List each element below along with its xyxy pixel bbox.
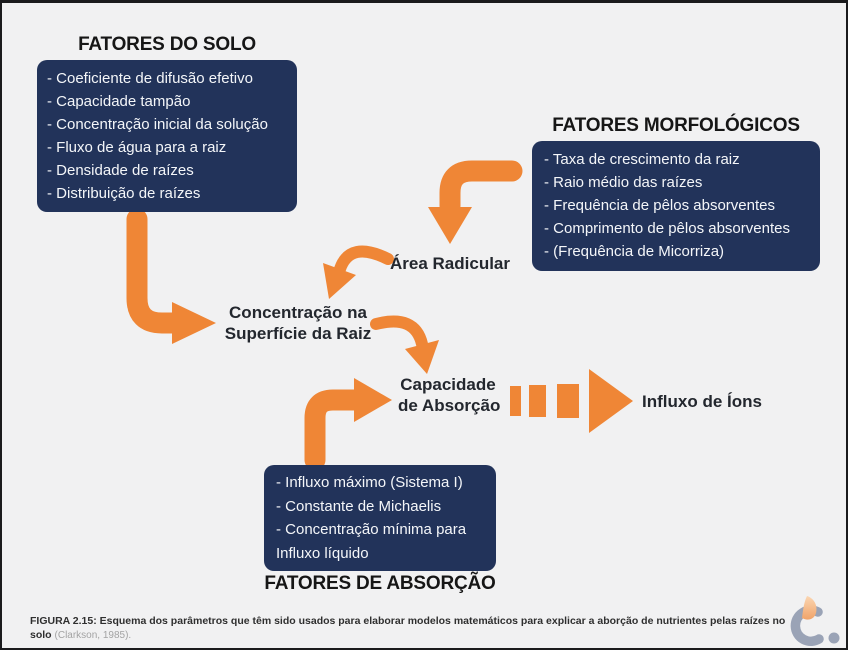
factor-item: - Frequência de pêlos absorventes: [544, 197, 775, 214]
node-line: Capacidade: [400, 375, 496, 394]
factor-item: - Coeficiente de difusão efetivo: [47, 70, 253, 87]
factor-item: - Capacidade tampão: [47, 93, 191, 110]
factor-item: - Taxa de crescimento da raiz: [544, 151, 740, 168]
figure-caption: FIGURA 2.15: Esquema dos parâmetros que …: [30, 614, 790, 643]
factor-item: - Raio médio das raízes: [544, 174, 703, 191]
node-line: de Absorção: [398, 396, 501, 415]
factor-item: - Influxo máximo (Sistema I): [276, 474, 463, 491]
node-line: Superfície da Raiz: [224, 324, 372, 343]
factor-item: Influxo líquido: [276, 544, 369, 562]
arrow-concentration-to-capacity: [370, 315, 439, 374]
factor-item: - Fluxo de água para a raiz: [47, 139, 227, 156]
absorption-factors-title: FATORES DE ABSORÇÃO: [264, 573, 496, 594]
arrow-capacity-to-influx-dashed: [510, 369, 633, 433]
soil-factors-box: - Coeficiente de difusão efetivo - Capac…: [37, 60, 297, 212]
caption-text: FIGURA 2.15: Esquema dos parâmetros que …: [30, 615, 786, 641]
node-capacidade-absorcao: Capacidade de Absorção: [398, 374, 501, 416]
arrow-morphological-to-area: [428, 160, 523, 244]
absorption-factors-box: - Influxo máximo (Sistema I) - Constante…: [264, 465, 496, 571]
factor-item: - Constante de Michaelis: [276, 497, 442, 515]
factor-item: - Comprimento de pêlos absorventes: [544, 220, 790, 237]
node-concentracao-superficie: Concentração na Superfície da Raiz: [214, 302, 382, 344]
factor-item: - Concentração mínima para: [276, 521, 467, 538]
caption-citation: (Clarkson, 1985).: [54, 630, 132, 641]
node-area-radicular: Área Radicular: [390, 254, 510, 273]
arrows-layer: [126, 160, 633, 471]
logo-dot-icon: [828, 632, 840, 644]
arrow-absorption-to-capacity: [304, 378, 392, 471]
node-influxo-ions: Influxo de Íons: [642, 392, 762, 411]
factor-item: - Distribuição de raízes: [47, 185, 201, 202]
arrow-area-to-concentration: [323, 245, 394, 299]
morphological-factors-title: FATORES MORFOLÓGICOS: [552, 115, 800, 136]
factor-item: - Densidade de raízes: [47, 162, 194, 179]
logo-flame-icon: [802, 596, 817, 620]
factor-item: - Concentração inicial da solução: [47, 116, 268, 133]
soil-factors-title: FATORES DO SOLO: [78, 34, 256, 55]
node-line: Concentração na: [229, 303, 367, 322]
factor-item: - (Frequência de Micorriza): [544, 243, 725, 260]
brand-logo: [790, 596, 840, 646]
morphological-factors-box: - Taxa de crescimento da raiz - Raio méd…: [532, 141, 820, 271]
arrow-soil-to-concentration: [126, 208, 216, 344]
